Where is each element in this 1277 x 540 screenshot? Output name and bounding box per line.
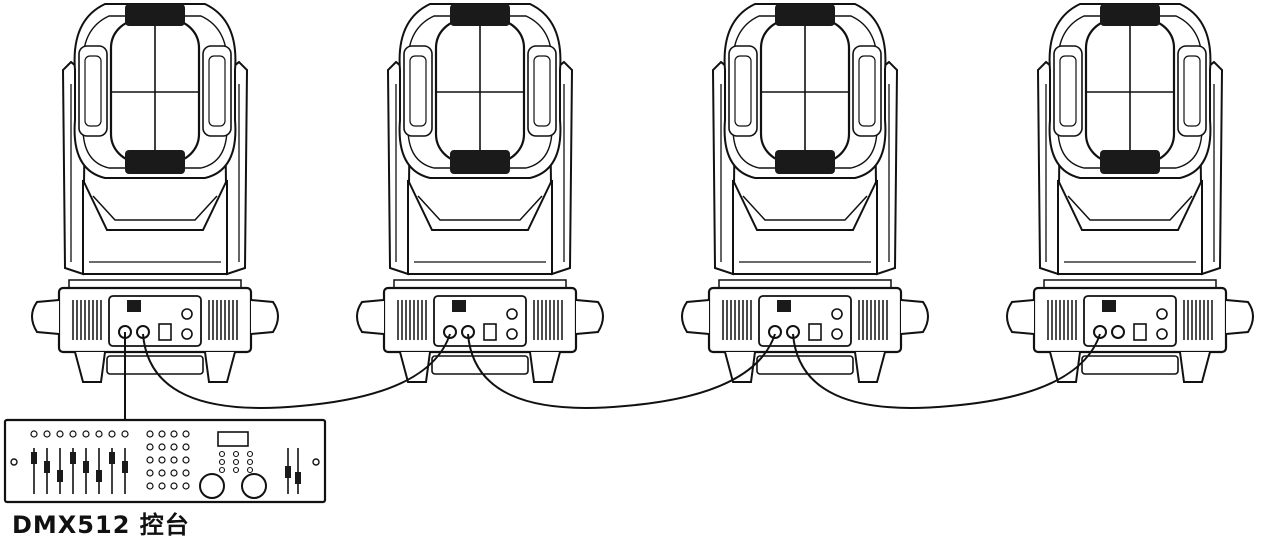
channel-button bbox=[121, 430, 129, 438]
fader-knob bbox=[57, 470, 63, 482]
console-button bbox=[170, 430, 178, 438]
console-button bbox=[158, 469, 166, 477]
channel-button bbox=[108, 430, 116, 438]
fader-knob bbox=[70, 452, 76, 464]
console-button bbox=[158, 430, 166, 438]
channel-button bbox=[69, 430, 77, 438]
fader-knob bbox=[83, 461, 89, 473]
console-caption: DMX512 控台 bbox=[12, 511, 190, 539]
fader-knob bbox=[96, 470, 102, 482]
console-buttons bbox=[146, 430, 254, 490]
console-button bbox=[146, 456, 154, 464]
channel-button bbox=[30, 430, 38, 438]
moving-head-fixture-2 bbox=[355, 2, 605, 384]
console-button bbox=[170, 443, 178, 451]
console-button bbox=[246, 466, 254, 474]
console-wheel-left bbox=[199, 473, 225, 499]
console-button bbox=[170, 482, 178, 490]
console-button bbox=[170, 456, 178, 464]
console-button bbox=[158, 482, 166, 490]
master-fader-knob bbox=[295, 472, 301, 484]
moving-head-fixture-3 bbox=[680, 2, 930, 384]
console-display bbox=[217, 431, 249, 447]
master-fader-knob bbox=[285, 466, 291, 478]
fader-knob bbox=[44, 461, 50, 473]
fader-knob bbox=[122, 461, 128, 473]
console-button bbox=[158, 456, 166, 464]
console-button bbox=[232, 466, 240, 474]
cable-fixture-2-to-3 bbox=[467, 333, 776, 409]
console-faders bbox=[30, 430, 301, 494]
console-button bbox=[158, 443, 166, 451]
console-button bbox=[182, 456, 190, 464]
cable-fixture-1-to-2 bbox=[142, 333, 451, 409]
console-button bbox=[146, 482, 154, 490]
console-button bbox=[246, 450, 254, 458]
channel-button bbox=[82, 430, 90, 438]
fader-knob bbox=[109, 452, 115, 464]
cable-fixture-3-to-4 bbox=[792, 333, 1101, 409]
channel-button bbox=[95, 430, 103, 438]
dmx-cables bbox=[124, 332, 1101, 420]
dmx-console bbox=[3, 418, 327, 504]
console-wheel-right bbox=[241, 473, 267, 499]
console-button bbox=[182, 430, 190, 438]
console-button bbox=[246, 458, 254, 466]
moving-head-fixture-4 bbox=[1005, 2, 1255, 384]
console-button bbox=[232, 458, 240, 466]
console-button bbox=[146, 430, 154, 438]
channel-button bbox=[43, 430, 51, 438]
console-button bbox=[232, 450, 240, 458]
console-button bbox=[218, 450, 226, 458]
fader-knob bbox=[31, 452, 37, 464]
console-button bbox=[146, 443, 154, 451]
console-button bbox=[218, 466, 226, 474]
console-button bbox=[146, 469, 154, 477]
console-button bbox=[182, 443, 190, 451]
channel-button bbox=[56, 430, 64, 438]
console-button bbox=[182, 482, 190, 490]
console-button bbox=[182, 469, 190, 477]
console-button bbox=[170, 469, 178, 477]
moving-head-fixture-1 bbox=[30, 2, 280, 384]
console-button bbox=[218, 458, 226, 466]
